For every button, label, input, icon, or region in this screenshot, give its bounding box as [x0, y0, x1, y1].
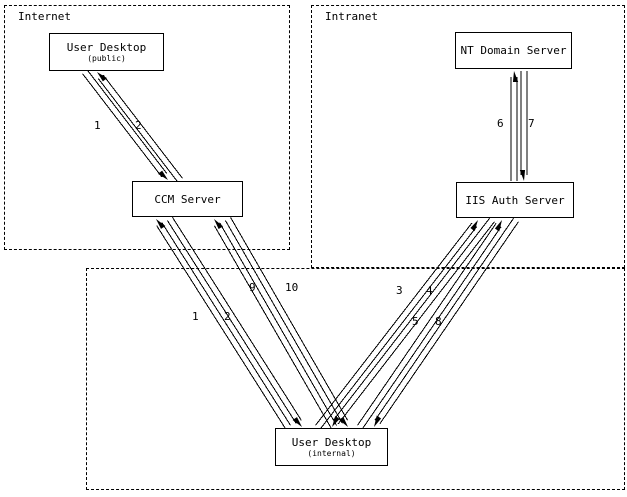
flow-arrow-2: [97, 72, 183, 183]
node-subtitle: (public): [87, 53, 126, 63]
flow-label-f1-internal: 1: [192, 310, 199, 323]
flow-label-f5: 5: [412, 315, 419, 328]
flow-arrow-10: [224, 217, 349, 427]
flow-label-f9: 9: [249, 281, 256, 294]
node-user-desktop-internal[interactable]: User Desktop (internal): [275, 428, 388, 466]
flow-label-f1-public: 1: [94, 119, 101, 132]
flow-arrow-4: [332, 217, 495, 427]
flow-arrow-8: [374, 218, 519, 427]
node-nt-domain-server[interactable]: NT Domain Server: [455, 32, 572, 69]
flow-label-f8: 8: [435, 315, 442, 328]
flow-arrow-9: [213, 219, 338, 429]
flow-label-f3: 3: [396, 284, 403, 297]
node-ccm-server[interactable]: CCM Server: [132, 181, 243, 217]
zone-internet: [4, 5, 290, 250]
flow-arrow-5: [357, 220, 502, 429]
flow-label-f2-public: 2: [135, 119, 142, 132]
node-title: User Desktop: [291, 435, 372, 449]
zone-intranet-label: Intranet: [325, 10, 378, 23]
node-title: NT Domain Server: [460, 44, 567, 57]
zone-internet-label: Internet: [18, 10, 71, 23]
node-iis-auth-server[interactable]: IIS Auth Server: [456, 182, 574, 218]
zone-internal-network: [86, 268, 625, 490]
zone-intranet: [311, 5, 625, 268]
flow-label-f6: 6: [497, 117, 504, 130]
flow-arrow-6: [510, 71, 519, 181]
node-title: CCM Server: [154, 192, 221, 206]
node-user-desktop-public[interactable]: User Desktop (public): [49, 33, 164, 71]
flow-label-f2-internal: 2: [224, 310, 231, 323]
node-title: User Desktop: [66, 40, 147, 54]
flow-arrow-7: [519, 71, 528, 181]
flow-arrow-1: [156, 219, 291, 429]
flow-label-f10: 10: [285, 281, 299, 294]
flow-arrow-2: [167, 217, 302, 427]
flow-arrow-3: [315, 220, 478, 430]
node-title: IIS Auth Server: [465, 193, 565, 207]
flow-label-f4: 4: [426, 284, 433, 297]
flow-arrow-1: [82, 69, 168, 180]
node-subtitle: (internal): [307, 448, 356, 458]
flow-label-f7: 7: [528, 117, 535, 130]
